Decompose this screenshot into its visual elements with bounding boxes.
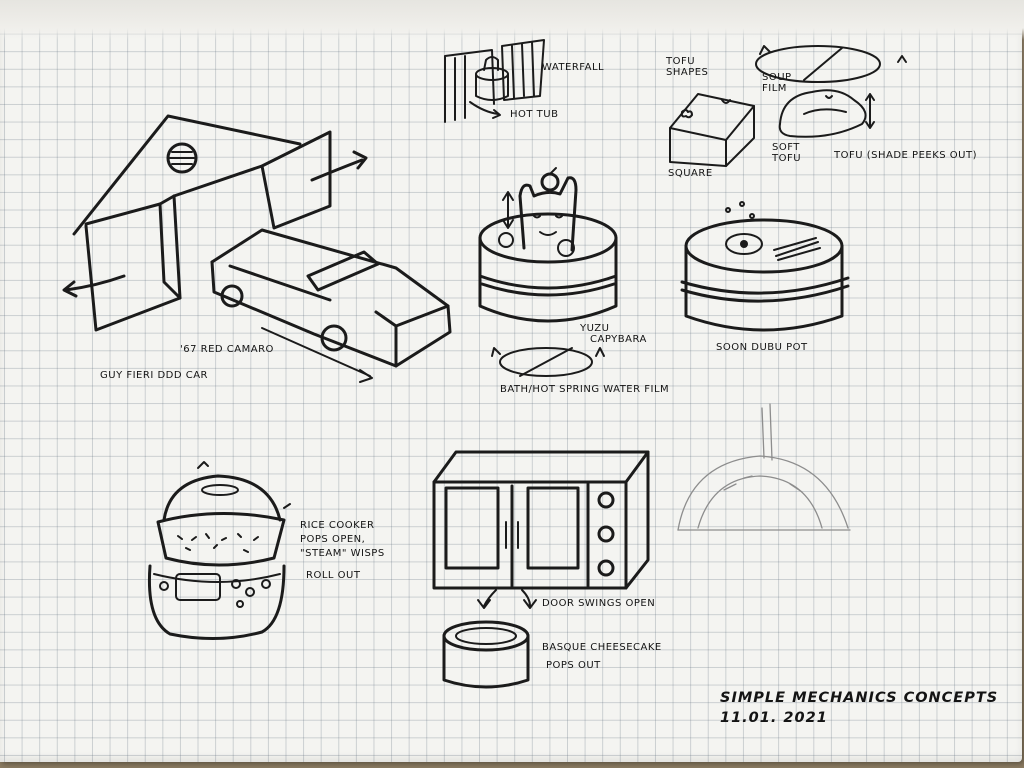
soon-dubu-pot-sketch [680,201,850,332]
cheesecake-sketch [442,620,530,689]
page-curl-edge [0,0,1024,40]
soft-tofu-label-1: SOFT [772,142,800,153]
tofu-shapes-label-2: SHAPES [666,67,708,78]
tofu-shade-label: TOFU (SHADE PEEKS OUT) [833,150,977,161]
door-swings-label: DOOR SWINGS OPEN [542,598,655,609]
bath-film-sketch [491,347,605,377]
rice-cooker-sketch [147,461,291,640]
waterfall-label: WATERFALL [542,62,604,73]
camaro-label: '67 RED CAMARO [180,344,274,355]
camaro-car-sketch [210,228,452,383]
soup-film-label-1: SOUP [762,72,792,83]
rice-cooker-label-1: RICE COOKER [300,520,374,531]
garage-sketch [62,114,368,332]
hot-tub-label: HOT TUB [510,109,558,120]
rice-cooker-label-3: "STEAM" WISPS [300,548,385,559]
convection-oven-sketch [432,450,650,609]
rice-cooker-label-4: ROLL OUT [306,570,361,581]
ddd-car-label: GUY FIERI DDD CAR [100,370,208,381]
soft-tofu-label-2: TOFU [771,153,801,164]
soft-tofu-sketch [778,89,875,138]
tofu-square-sketch [669,93,755,167]
sketch-title: SIMPLE MECHANICS CONCEPTS [720,690,998,706]
capybara-tub-sketch [478,167,618,323]
pencil-pizza-oven-sketch [677,403,851,531]
hot-tub-sketch [444,39,545,123]
tofu-shapes-label-1: TOFU [665,56,695,67]
bath-film-label: BATH/HOT SPRING WATER FILM [500,384,669,395]
rice-cooker-label-2: POPS OPEN, [300,534,365,545]
square-label: SQUARE [668,168,713,179]
soup-film-label-2: FILM [762,83,787,94]
cheesecake-label-1: BASQUE CHEESECAKE [542,642,662,653]
yuzu-label: YUZU [579,323,609,334]
cheesecake-label-2: POPS OUT [546,660,601,671]
capybara-label: CAPYBARA [590,334,647,345]
soup-film-sketch [755,45,907,83]
sketchbook-page [0,10,1022,762]
sketch-date: 11.01. 2021 [720,710,828,726]
soon-dubu-label: SOON DUBU POT [716,342,808,353]
